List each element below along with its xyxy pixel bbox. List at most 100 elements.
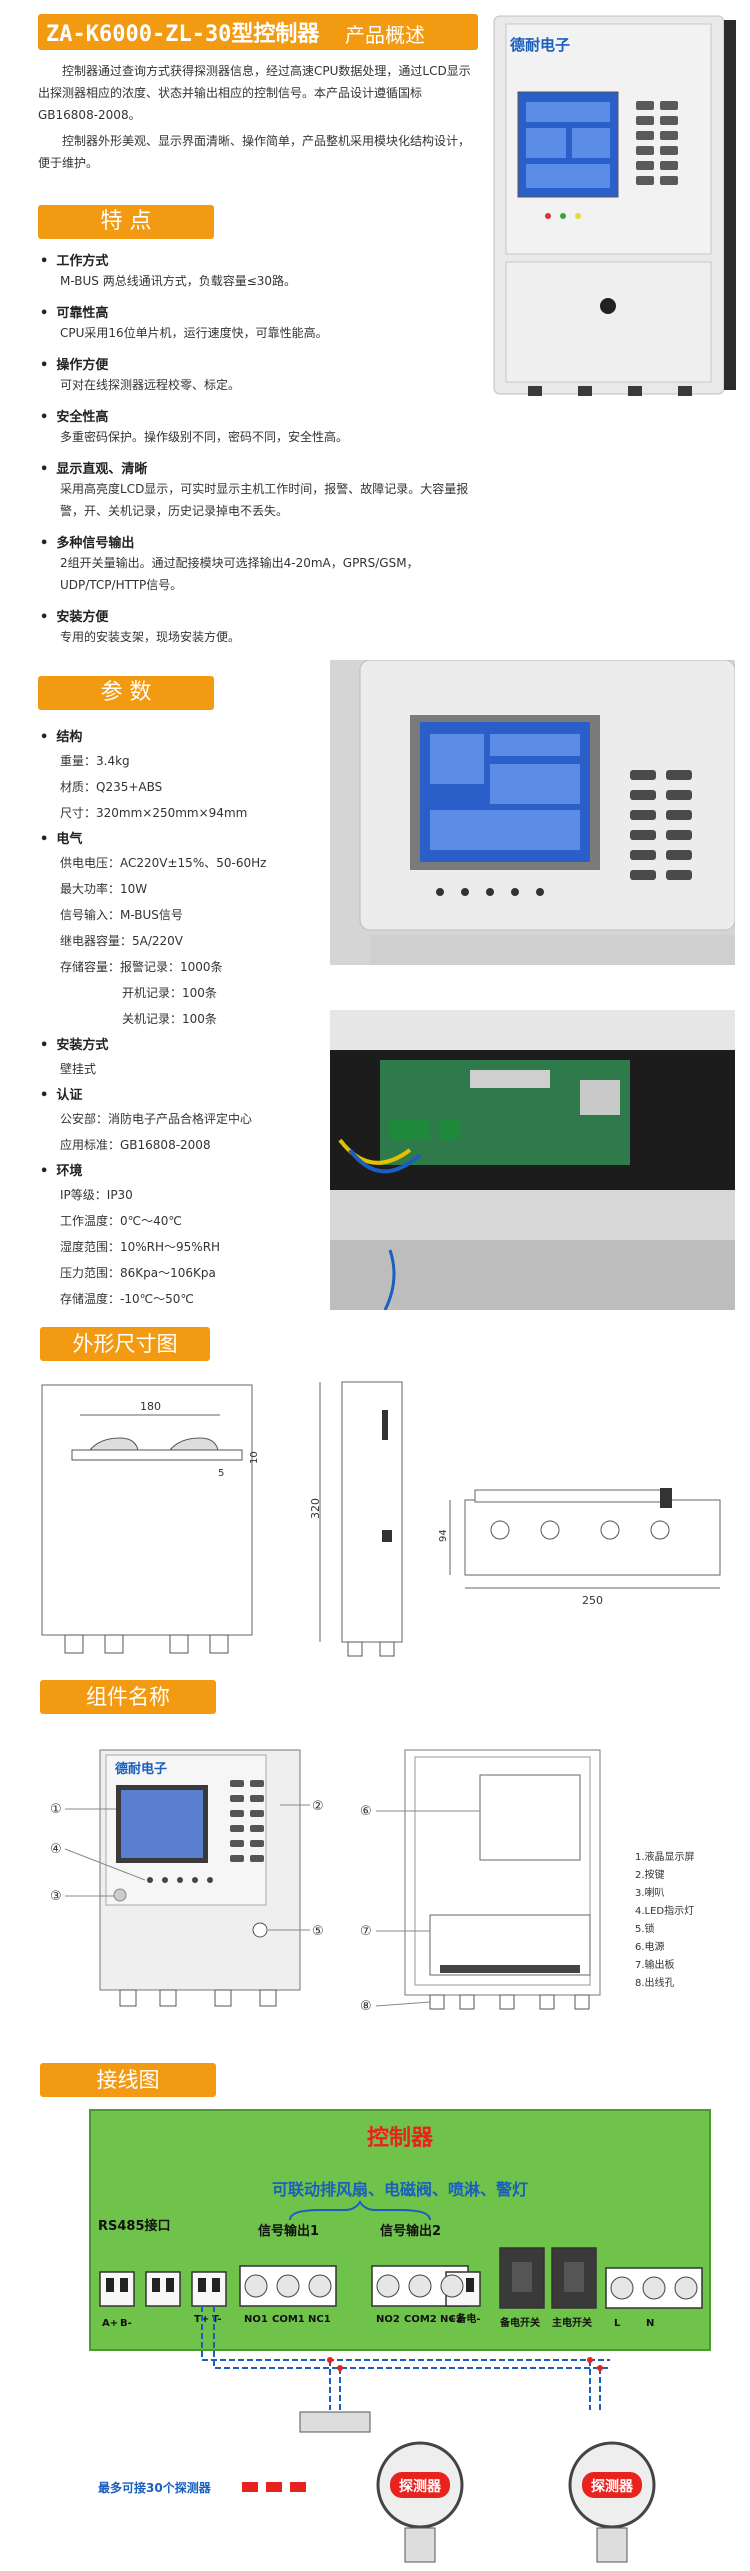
param-line: 尺寸：320mm×250mm×94mm xyxy=(60,806,248,820)
terminal-label: +备电- xyxy=(448,2312,481,2325)
components-heading: 组件名称 xyxy=(40,1680,216,1714)
max-detectors-label: 最多可接30个探测器 xyxy=(98,2480,212,2495)
detector-2: 探测器 xyxy=(568,2441,656,2563)
overview-label: 产品概述 xyxy=(345,23,425,47)
terminal-label: NO1 xyxy=(244,2314,268,2325)
dim-10: 10 xyxy=(249,1451,260,1464)
wiring-diagram: 控制器 可联动排风扇、电磁阀、喷淋、警灯 RS485接口 信号输出1 信号输出2… xyxy=(89,2109,711,2563)
param-line: 存储容量：报警记录：1000条 xyxy=(60,960,223,974)
features-heading: 特 点 xyxy=(38,205,214,239)
terminal-label: COM1 xyxy=(272,2314,305,2325)
param-line: 工作温度：0℃～40℃ xyxy=(60,1214,182,1228)
terminal-label: NC1 xyxy=(308,2314,331,2325)
param-line: 关机记录：100条 xyxy=(122,1012,217,1026)
callout-8: ⑧ xyxy=(360,1999,372,2014)
params-heading: 参 数 xyxy=(38,676,214,710)
callout-2: ② xyxy=(312,1799,324,1814)
feature-text: 专用的安装支架，现场安装方便。 xyxy=(60,630,241,644)
controller-label: 控制器 xyxy=(367,2125,434,2151)
param-line: 存储温度：-10℃～50℃ xyxy=(60,1292,194,1306)
terminal-label: B- xyxy=(120,2318,132,2329)
param-line: 材质：Q235+ABS xyxy=(60,780,163,794)
dim-94: 94 xyxy=(438,1529,449,1542)
terminal-label: N xyxy=(646,2318,654,2329)
terminal-label: NC2 xyxy=(440,2314,463,2325)
feature-text: M-BUS 两总线通讯方式，负载容量≤30路。 xyxy=(60,274,297,288)
feature-text: 可对在线探测器远程校零、标定。 xyxy=(60,378,241,392)
dimension-drawings: 180 10 5 320 94 250 xyxy=(41,1381,721,1657)
component-brand: 德耐电子 xyxy=(115,1761,167,1777)
param-line: 压力范围：86Kpa～106Kpa xyxy=(60,1266,216,1280)
product-photo-front: 德耐电子 xyxy=(488,6,743,406)
product-model-title: ZA-K6000-ZL-30型控制器 xyxy=(46,22,320,47)
feature-title: 可靠性高 xyxy=(40,302,108,321)
terminal-label: 主电开关 xyxy=(552,2316,592,2329)
terminal-label: COM2 xyxy=(404,2314,437,2325)
out1-label: 信号输出1 xyxy=(258,2223,319,2239)
brand-label: 德耐电子 xyxy=(510,36,570,54)
terminal-label: A+ xyxy=(102,2318,118,2329)
feature-title: 安装方便 xyxy=(40,606,108,625)
param-group-title: 认证 xyxy=(40,1084,82,1103)
feature-text: 采用高亮度LCD显示，可实时显示主机工作时间，报警、故障记录。大容量报警，开、关… xyxy=(60,482,469,518)
param-line: 供电电压：AC220V±15%、50-60Hz xyxy=(60,856,267,870)
feature-text: CPU采用16位单片机，运行速度快，可靠性能高。 xyxy=(60,326,328,340)
detector-1: 探测器 xyxy=(299,2411,464,2563)
feature-title: 操作方便 xyxy=(40,354,108,373)
title-bar xyxy=(38,14,478,50)
detector-label: 探测器 xyxy=(399,2478,442,2495)
legend-item: 6.电源 xyxy=(635,1940,665,1953)
param-line: 应用标准：GB16808-2008 xyxy=(60,1138,211,1152)
feature-title: 显示直观、清晰 xyxy=(40,458,147,477)
overview-paragraph-2: 控制器外形美观、显示界面清晰、操作简单，产品整机采用模块化结构设计，便于维护。 xyxy=(38,134,471,170)
dim-250: 250 xyxy=(582,1594,603,1607)
terminal-label: 备电开关 xyxy=(499,2316,540,2329)
param-line: 开机记录：100条 xyxy=(122,986,217,1000)
feature-title: 多种信号输出 xyxy=(40,532,134,551)
callout-4: ④ xyxy=(50,1842,62,1857)
param-line: IP等级：IP30 xyxy=(60,1188,133,1202)
terminal-label: NO2 xyxy=(376,2314,400,2325)
product-photo-panel xyxy=(330,660,735,965)
linkage-label: 可联动排风扇、电磁阀、喷淋、警灯 xyxy=(272,2180,528,2199)
param-line: 湿度范围：10%RH～95%RH xyxy=(60,1240,221,1254)
param-group-title: 电气 xyxy=(40,828,82,847)
legend-item: 7.输出板 xyxy=(635,1958,675,1971)
dim-180: 180 xyxy=(140,1400,161,1413)
param-group-title: 环境 xyxy=(40,1160,82,1179)
dim-5: 5 xyxy=(218,1468,224,1479)
legend-item: 2.按键 xyxy=(635,1868,665,1881)
legend-item: 8.出线孔 xyxy=(635,1976,675,1989)
param-line: 公安部：消防电子产品合格评定中心 xyxy=(60,1112,253,1126)
dim-320: 320 xyxy=(309,1498,322,1519)
legend-item: 4.LED指示灯 xyxy=(635,1904,694,1917)
param-group-title: 结构 xyxy=(40,726,82,745)
rs485-label: RS485接口 xyxy=(98,2218,171,2234)
callout-7: ⑦ xyxy=(360,1924,372,1939)
legend-item: 3.喇叭 xyxy=(635,1887,665,1899)
param-group-title: 安装方式 xyxy=(40,1034,108,1053)
dimensions-heading: 外形尺寸图 xyxy=(40,1327,210,1361)
param-line: 最大功率：10W xyxy=(60,882,148,896)
feature-text: 多重密码保护。操作级别不同，密码不同，安全性高。 xyxy=(60,430,349,444)
param-line: 重量：3.4kg xyxy=(60,754,130,768)
legend-item: 1.液晶显示屏 xyxy=(635,1850,695,1863)
product-photo-internal xyxy=(330,1010,735,1310)
component-diagram: 德耐电子 ① ② ③ ④ ⑤ ⑥ ⑦ ⑧ 1.液晶显示屏 2.按键 3.喇叭 4… xyxy=(50,1749,695,2014)
callout-1: ① xyxy=(50,1802,62,1817)
legend-item: 5.锁 xyxy=(635,1922,655,1935)
feature-title: 安全性高 xyxy=(40,406,108,425)
param-line: 信号输入：M-BUS信号 xyxy=(60,908,183,922)
callout-5: ⑤ xyxy=(312,1924,324,1939)
wiring-heading: 接线图 xyxy=(40,2063,216,2097)
param-line: 壁挂式 xyxy=(60,1062,97,1076)
terminal-label: L xyxy=(614,2318,621,2329)
terminal-label: T- xyxy=(212,2314,222,2325)
callout-3: ③ xyxy=(50,1889,62,1904)
param-line: 继电器容量：5A/220V xyxy=(60,934,184,948)
feature-text: 2组开关量输出。通过配接模块可选择输出4-20mA，GPRS/GSM，UDP/T… xyxy=(60,556,419,592)
detector-label: 探测器 xyxy=(591,2478,634,2495)
overview-paragraph-1: 控制器通过查询方式获得探测器信息，经过高速CPU数据处理，通过LCD显示出探测器… xyxy=(38,64,471,122)
callout-6: ⑥ xyxy=(360,1804,372,1819)
out2-label: 信号输出2 xyxy=(380,2223,441,2239)
